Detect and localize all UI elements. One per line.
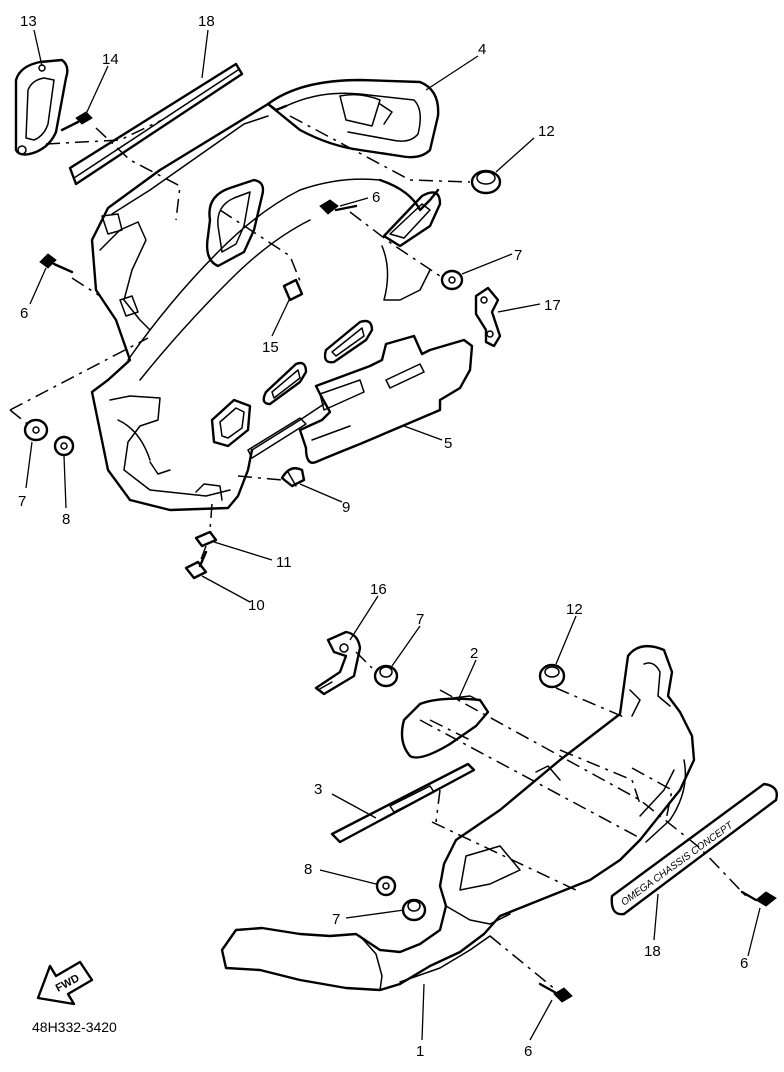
callout-6-lower-center: 6 [524, 1043, 532, 1060]
callout-12-upper: 12 [538, 123, 555, 140]
part-6-bolt-lower-right [740, 890, 777, 907]
part-5-shroud-panel [298, 334, 474, 464]
callout-16: 16 [370, 581, 387, 598]
callout-6-upper-mid: 6 [372, 189, 380, 206]
callout-1: 1 [416, 1043, 424, 1060]
part-11-nut [194, 530, 218, 548]
upper-assembly-lines [9, 115, 471, 563]
lower-assembly-lines [355, 651, 747, 991]
part-7-grommet-lower-center [373, 664, 399, 688]
part-7-grommet-upper-right [440, 269, 464, 291]
part-7-grommet-lower-left [401, 898, 427, 922]
part-18-upper-decal-strip [68, 62, 244, 186]
callout-7-lower-center: 7 [416, 611, 424, 628]
callout-10: 10 [248, 597, 265, 614]
callout-7-upper-right: 7 [514, 247, 522, 264]
part-17-bracket [474, 286, 502, 348]
callout-18-lower: 18 [644, 943, 661, 960]
part-15-clip [282, 278, 304, 302]
callout-6-lower-right: 6 [740, 955, 748, 972]
callout-9: 9 [342, 499, 350, 516]
part-9-fastener [280, 467, 306, 488]
callout-labels: 13 18 14 4 12 6 7 6 17 15 5 7 8 9 11 10 … [18, 13, 748, 1060]
leader-lines [25, 29, 761, 1041]
callout-8-left: 8 [62, 511, 70, 528]
callout-2: 2 [470, 645, 478, 662]
callout-8-lower: 8 [304, 861, 312, 878]
callout-17: 17 [544, 297, 561, 314]
part-16-bracket [314, 630, 362, 696]
part-3-strip [330, 762, 476, 844]
part-8-collar-lower [375, 875, 397, 897]
part-6-bolt-upper-mid [319, 199, 358, 215]
part-12-grommet-upper [470, 169, 502, 195]
callout-18-upper: 18 [198, 13, 215, 30]
callout-4: 4 [478, 41, 486, 58]
decal-text: OMEGA CHASSIS CONCEPT [619, 820, 736, 909]
part-1-under-cowl [220, 644, 696, 992]
part-18-lower-decal: OMEGA CHASSIS CONCEPT [610, 782, 778, 916]
callout-12-lower: 12 [566, 601, 583, 618]
callout-13: 13 [20, 13, 37, 30]
callout-5: 5 [444, 435, 452, 452]
fwd-arrow-icon: FWD [36, 960, 94, 1006]
part-6-bolt-lower-center [538, 982, 573, 1003]
part-13-bracket [14, 58, 69, 156]
part-4-inner-panel [266, 78, 440, 159]
callout-7-left: 7 [18, 493, 26, 510]
callout-6-upper-left: 6 [20, 305, 28, 322]
callout-15: 15 [262, 339, 279, 356]
part-14-bolt [60, 111, 93, 132]
part-8-collar-left [53, 435, 75, 457]
part-10-screw [184, 550, 208, 580]
part-7-grommet-left [23, 418, 49, 442]
part-2-pad [400, 695, 490, 759]
callout-3: 3 [314, 781, 322, 798]
callout-11: 11 [276, 554, 292, 571]
callout-7-lower-left: 7 [332, 911, 340, 928]
part-12-grommet-lower [538, 663, 566, 689]
diagram-code: 48H332-3420 [32, 1019, 117, 1035]
callout-14: 14 [102, 51, 119, 68]
part-6-bolt-upper-left [39, 253, 74, 274]
part-5-lower-cowl-body [90, 102, 442, 512]
